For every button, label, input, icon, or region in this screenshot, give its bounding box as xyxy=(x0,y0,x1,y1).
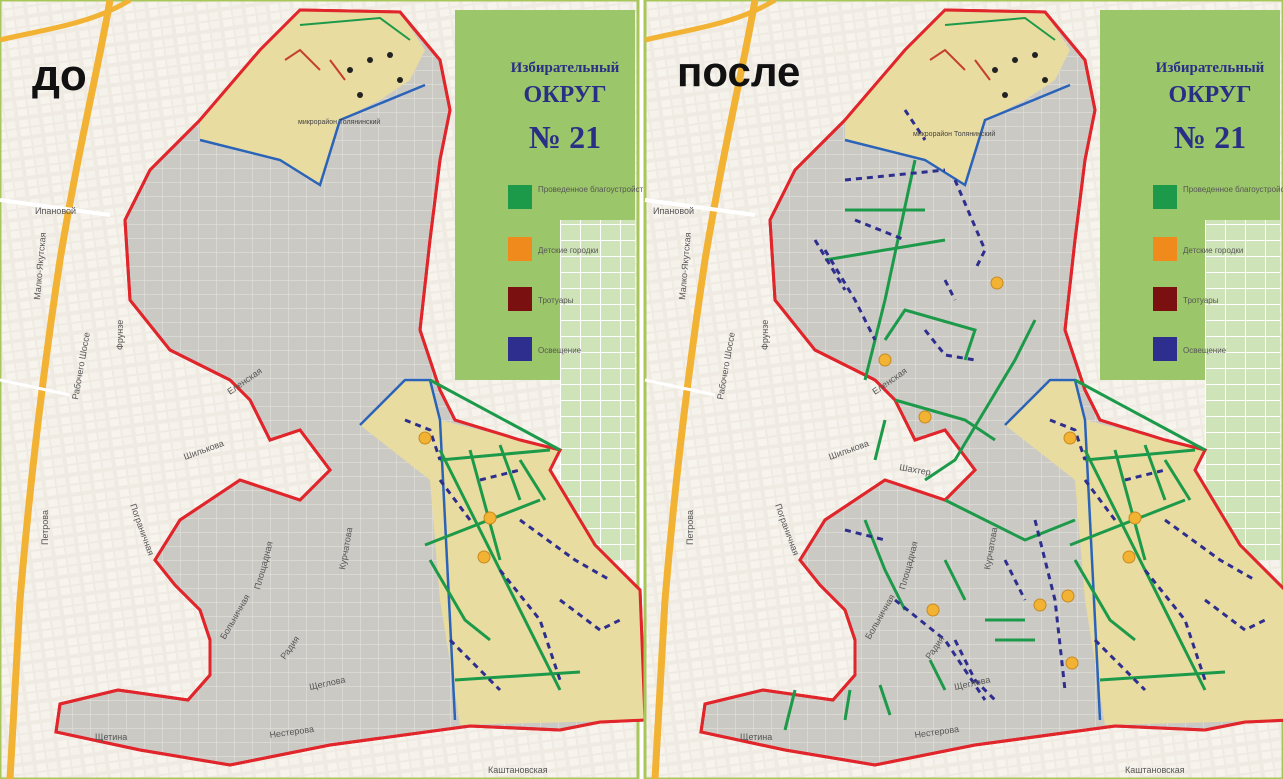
legend: Проведенное благоустройство (асфальт) Де… xyxy=(508,185,691,361)
street-label: Каштановская xyxy=(488,765,548,775)
panel-before: до Избирательный ОКРУГ № 21 Проведенное … xyxy=(0,0,691,779)
street-label: Ипановой xyxy=(35,206,76,216)
legend-label-asphalt: Проведенное благоустройство (асфальт) xyxy=(538,185,691,194)
okrug-word1: Избирательный xyxy=(511,60,620,76)
panel-title: до xyxy=(32,51,87,100)
legend-label-playgrounds: Детские городки xyxy=(538,246,598,255)
okrug-number: № 21 xyxy=(529,119,601,155)
legend-swatch-lighting xyxy=(1153,337,1177,361)
legend-label-asphalt: Проведенное благоустройство (асфальт) xyxy=(1183,185,1283,194)
legend-label-playgrounds: Детские городки xyxy=(1183,246,1243,255)
street-label: Ипановой xyxy=(653,206,694,216)
legend-swatch-asphalt xyxy=(1153,185,1177,209)
street-label: Петрова xyxy=(685,510,695,545)
street-label: Щетина xyxy=(740,732,772,742)
panel-after: после Избирательный ОКРУГ № 21 Проведенн… xyxy=(643,0,1283,779)
legend-label-lighting: Освещение xyxy=(538,346,582,355)
place-label: микрорайон Толянинский xyxy=(913,130,995,138)
legend-label-lighting: Освещение xyxy=(1183,346,1227,355)
okrug-word2: ОКРУГ xyxy=(1168,82,1251,108)
street-label: Фрунзе xyxy=(760,320,770,350)
legend-swatch-asphalt xyxy=(508,185,532,209)
legend-swatch-playgrounds xyxy=(1153,237,1177,261)
okrug-number: № 21 xyxy=(1174,119,1246,155)
legend-swatch-sidewalks xyxy=(1153,287,1177,311)
okrug-word1: Избирательный xyxy=(1156,60,1265,76)
legend-swatch-sidewalks xyxy=(508,287,532,311)
street-label: Щетина xyxy=(95,732,127,742)
legend-swatch-playgrounds xyxy=(508,237,532,261)
street-label: Каштановская xyxy=(1125,765,1185,775)
legend: Проведенное благоустройство (асфальт) Де… xyxy=(1153,185,1283,361)
okrug-word2: ОКРУГ xyxy=(523,82,606,108)
legend-label-sidewalks: Тротуары xyxy=(1183,296,1219,305)
street-label: Фрунзе xyxy=(115,320,125,350)
street-label: Петрова xyxy=(40,510,50,545)
legend-swatch-lighting xyxy=(508,337,532,361)
place-label: микрорайон Толянинский xyxy=(298,118,380,126)
legend-label-sidewalks: Тротуары xyxy=(538,296,574,305)
panel-title: после xyxy=(677,48,800,95)
